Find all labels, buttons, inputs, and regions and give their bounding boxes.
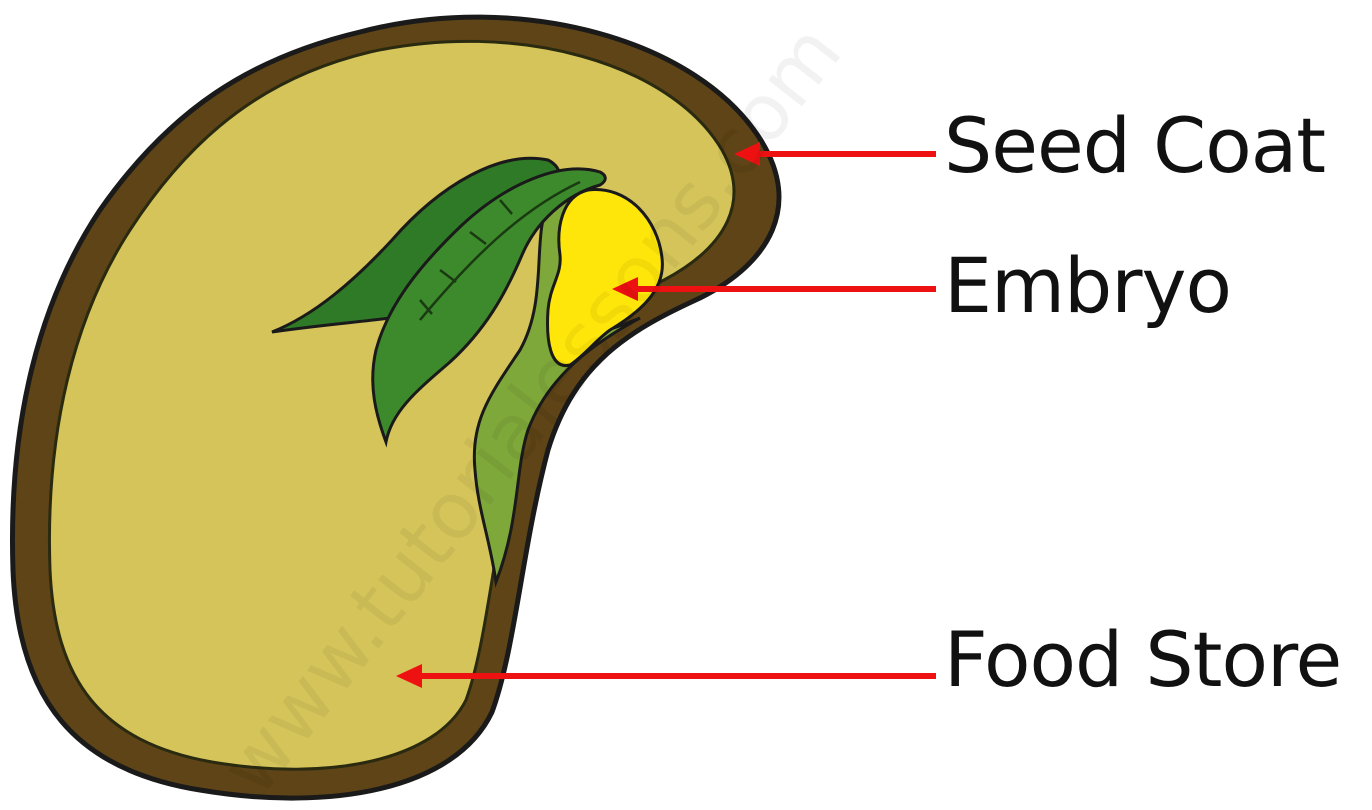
label-embryo: Embryo — [944, 248, 1231, 324]
label-food-store: Food Store — [944, 622, 1341, 698]
label-seed-coat: Seed Coat — [944, 108, 1325, 184]
